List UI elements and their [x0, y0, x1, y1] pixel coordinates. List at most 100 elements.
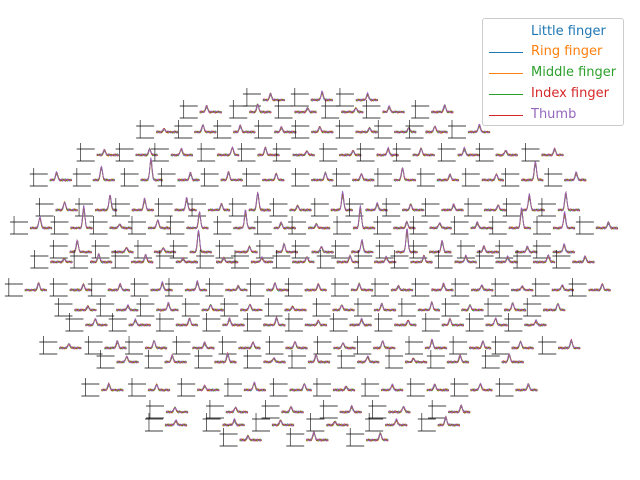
- sensor-plot: [120, 157, 163, 187]
- sensor-trace-thumb: [357, 355, 380, 364]
- sensor-trace-thumb: [217, 146, 240, 157]
- sensor-plot: [174, 120, 217, 139]
- sensor-plot: [361, 378, 404, 397]
- sensor-trace-thumb: [365, 201, 388, 212]
- sensor-trace-thumb: [393, 166, 417, 182]
- sensor-plot: [89, 216, 132, 235]
- sensor-plot: [288, 350, 331, 369]
- sensor-plot: [291, 240, 334, 259]
- sensor-trace-thumb: [437, 416, 461, 427]
- sensor-trace-thumb: [109, 223, 132, 230]
- sensor-plot: [523, 298, 566, 317]
- legend-label: Middle finger: [531, 65, 617, 80]
- legend-label: Ring finger: [531, 44, 603, 59]
- sensor-plot: [220, 298, 263, 317]
- sensor-plot: [75, 194, 118, 217]
- sensor-trace-thumb: [233, 124, 256, 134]
- sensor-trace-thumb: [116, 355, 139, 364]
- legend-line-thumb: [489, 115, 523, 116]
- sensor-trace-thumb: [448, 405, 471, 414]
- sensor-trace-thumb: [521, 161, 544, 182]
- sensor-plot: [252, 413, 295, 432]
- sensor-plot: [115, 143, 158, 162]
- sensor-trace-thumb: [74, 305, 97, 312]
- sensor-trace-thumb: [285, 340, 308, 350]
- sensor-plot: [335, 120, 378, 139]
- sensor-plot: [243, 313, 286, 332]
- sensor-plot: [475, 250, 518, 269]
- sensor-plot: [130, 278, 173, 297]
- sensor-plot: [356, 143, 399, 162]
- sensor-trace-thumb: [214, 352, 237, 364]
- sensor-plot: [72, 165, 116, 187]
- sensor-trace-thumb: [381, 383, 404, 392]
- sensor-trace-thumb: [373, 339, 396, 350]
- sensor-plot: [421, 313, 465, 332]
- sensor-trace-thumb: [310, 90, 334, 102]
- sensor-plot: [345, 198, 388, 217]
- sensor-trace-thumb: [284, 306, 307, 312]
- sensor-plot: [166, 211, 209, 235]
- sensor-trace-thumb: [262, 92, 286, 102]
- sensor-trace-thumb: [595, 220, 619, 230]
- sensor-trace-thumb: [144, 340, 168, 350]
- sensor-trace-thumb: [330, 190, 354, 212]
- sensor-plot: [397, 298, 441, 317]
- sensor-trace-thumb: [275, 242, 299, 254]
- sensor-trace-thumb: [257, 147, 280, 157]
- sensor-trace-thumb: [476, 245, 500, 254]
- sensor-trace-thumb: [374, 255, 397, 264]
- sensor-plot: [405, 336, 448, 355]
- sensor-plot: [4, 278, 48, 297]
- sensor-plot: [385, 350, 428, 369]
- sensor-plot: [495, 378, 538, 397]
- sensor-trace-thumb: [101, 382, 124, 392]
- sensor-plot: [346, 428, 389, 447]
- legend-label: Index finger: [531, 86, 609, 101]
- sensor-plot: [154, 196, 197, 217]
- sensor-trace-thumb: [424, 338, 448, 350]
- sensor-plot: [49, 278, 92, 297]
- sensor-trace-thumb: [225, 406, 249, 414]
- sensor-plot: [125, 336, 168, 355]
- sensor-plot: [70, 250, 113, 269]
- sensor-plot: [319, 400, 362, 419]
- sensor-plot: [272, 143, 315, 162]
- sensor-trace-thumb: [263, 316, 286, 327]
- sensor-trace-thumb: [70, 205, 93, 230]
- sensor-plot: [409, 239, 452, 259]
- sensor-trace-thumb: [543, 303, 566, 312]
- sensor-trace-thumb: [350, 283, 374, 292]
- sensor-plot: [568, 278, 611, 297]
- sensor-plot: [127, 378, 171, 397]
- sensor-trace-thumb: [289, 383, 312, 392]
- legend-line-index-finger: [489, 94, 523, 95]
- sensor-plot: [188, 198, 231, 217]
- sensor-trace-thumb: [156, 301, 179, 312]
- sensor-trace-thumb: [481, 173, 505, 182]
- sensor-plot: [127, 216, 171, 235]
- sensor-trace-thumb: [225, 285, 248, 292]
- legend-label: Little finger: [531, 24, 606, 39]
- sensor-plot: [337, 350, 380, 369]
- sensor-trace-index-finger: [186, 211, 209, 230]
- sensor-plot: [441, 298, 484, 317]
- sensor-trace-thumb: [153, 247, 177, 254]
- sensor-plot: [96, 298, 139, 317]
- sensor-trace-thumb: [352, 173, 375, 182]
- sensor-trace-middle-finger: [557, 192, 580, 212]
- sensor-plot: [200, 168, 243, 187]
- legend-item-index-finger: Index finger: [487, 84, 621, 104]
- sensor-trace-thumb: [147, 384, 171, 392]
- sensor-trace-thumb: [541, 148, 564, 157]
- sensor-plot: [331, 278, 374, 297]
- sensor-plot: [332, 168, 375, 187]
- sensor-trace-thumb: [29, 216, 53, 230]
- sensor-trace-thumb: [366, 432, 389, 442]
- sensor-trace-middle-finger: [248, 191, 271, 212]
- sensor-trace-thumb: [485, 316, 508, 327]
- sensor-plot: [202, 413, 245, 432]
- sensor-trace-thumb: [239, 436, 262, 442]
- sensor-plot: [321, 100, 364, 119]
- sensor-trace-thumb: [515, 382, 538, 392]
